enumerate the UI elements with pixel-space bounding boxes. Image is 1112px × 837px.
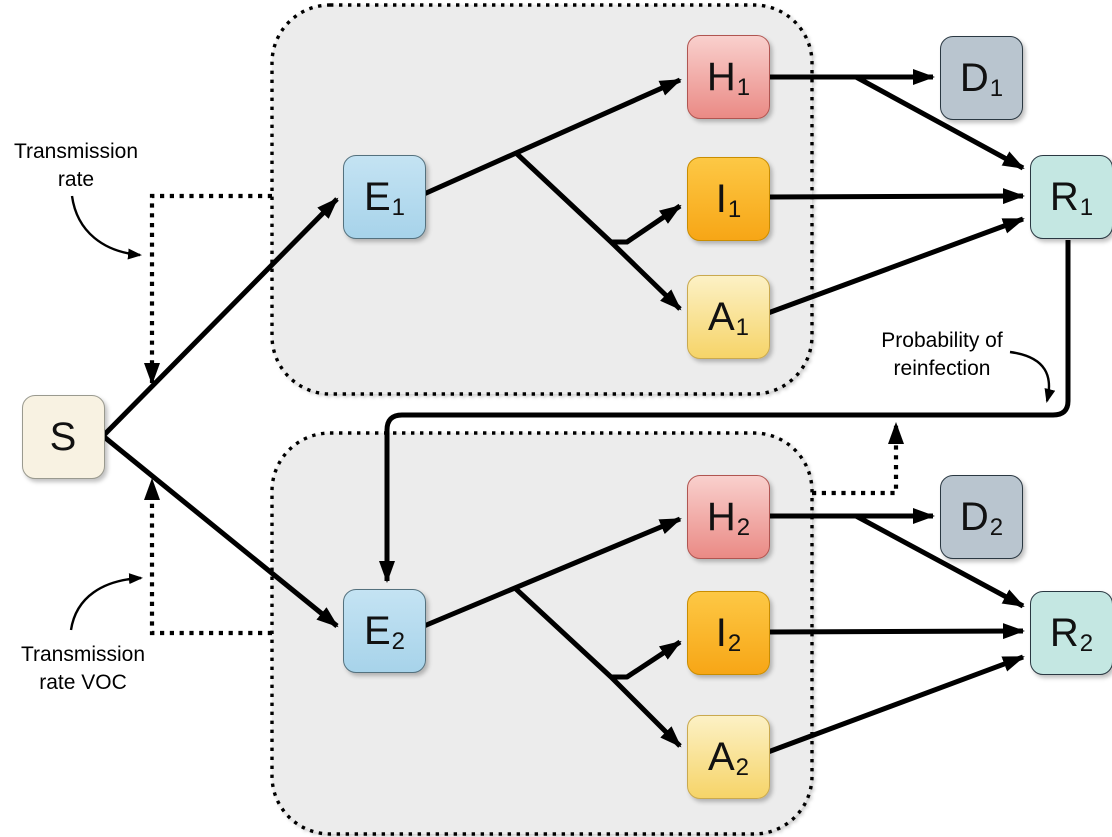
node-H2-sub: 2 <box>736 514 751 541</box>
edge-A2-R2 <box>767 654 1025 755</box>
leader-transmission-rate <box>70 195 142 260</box>
node-D1-sub: 1 <box>989 75 1004 102</box>
edge-H1-R1 <box>854 74 1025 171</box>
leader-transmission-rate-voc <box>69 573 143 631</box>
label-probability-reinfection-line2: reinfection <box>893 357 991 380</box>
edge-E2-H2 <box>423 516 682 629</box>
node-D2-label: D <box>959 495 989 539</box>
edge-I1-R1 <box>767 188 1025 205</box>
node-E2-sub: 2 <box>391 628 406 655</box>
edge-A1-R1 <box>767 216 1025 316</box>
param-transmission-rate-voc-line <box>144 478 272 636</box>
label-transmission-rate: Transmission rate <box>1 138 151 194</box>
edge-E1-I1 <box>611 203 682 245</box>
edge-S-E1 <box>101 197 339 438</box>
node-S-label: S <box>49 415 77 459</box>
node-H1-sub: 1 <box>736 74 751 101</box>
leader-probability-reinfection <box>1009 350 1056 403</box>
node-R1-sub: 1 <box>1079 194 1094 221</box>
label-transmission-rate-voc-line1: Transmission <box>20 643 146 666</box>
edge-R1-E2-reinfection <box>379 240 1071 583</box>
label-transmission-rate-voc: Transmission rate VOC <box>3 641 163 697</box>
node-I2-label: I <box>715 611 727 655</box>
edge-I2-R2 <box>767 623 1025 640</box>
node-I1-sub: 1 <box>727 196 742 223</box>
label-transmission-rate-line2: rate <box>57 168 95 191</box>
node-I1-label: I <box>715 177 727 221</box>
node-H2-label: H <box>706 495 736 539</box>
node-R2-label: R <box>1049 611 1079 655</box>
node-E1-sub: 1 <box>391 194 406 221</box>
node-E2-label: E <box>363 609 391 653</box>
edge-S-E2 <box>101 434 339 628</box>
node-E1-label: E <box>363 175 391 219</box>
label-probability-reinfection: Probability of reinfection <box>859 327 1025 383</box>
param-reinfection-line <box>812 422 904 496</box>
node-S: S <box>22 395 105 479</box>
node-A2-label: A <box>707 735 735 779</box>
node-H1-label: H <box>706 55 736 99</box>
label-probability-reinfection-line1: Probability of <box>881 329 1003 352</box>
node-R1-label: R <box>1049 175 1079 219</box>
edge-E1-H1 <box>422 77 682 197</box>
node-I2-sub: 2 <box>727 630 742 657</box>
node-A2-sub: 2 <box>735 754 750 781</box>
label-transmission-rate-line1: Transmission <box>13 140 139 163</box>
edge-E2-I2 <box>611 639 682 680</box>
node-D2-sub: 2 <box>989 514 1004 541</box>
node-R2-sub: 2 <box>1079 630 1094 657</box>
node-A1-sub: 1 <box>735 314 750 341</box>
param-transmission-rate-line <box>144 193 272 385</box>
label-transmission-rate-voc-line2: rate VOC <box>39 671 127 694</box>
node-D1-label: D <box>959 56 989 100</box>
edge-H2-R2 <box>854 513 1025 609</box>
node-A1-label: A <box>707 295 735 339</box>
